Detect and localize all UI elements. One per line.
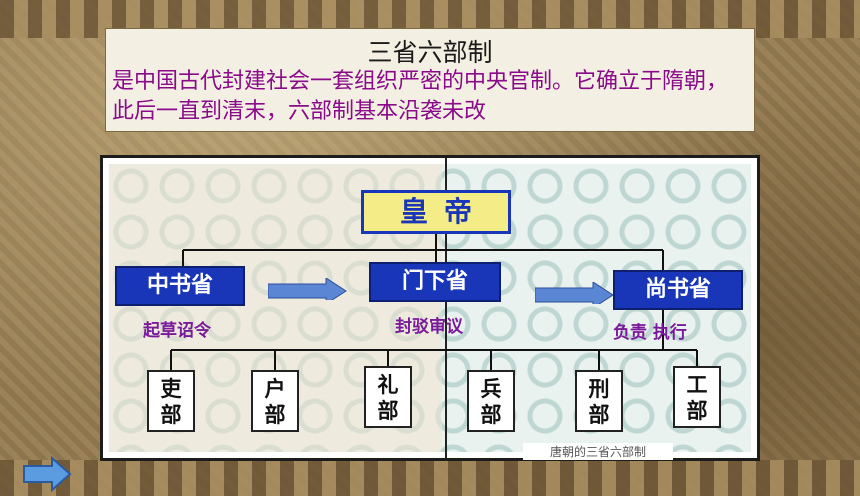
next-slide-button[interactable] xyxy=(22,456,72,492)
ministry-xing: 刑部 xyxy=(575,370,623,432)
province-menxia: 门下省 xyxy=(369,262,501,302)
connector-lines xyxy=(170,232,698,370)
province-zhongshu-role: 起草诏令 xyxy=(143,321,211,341)
ministry-char: 部 xyxy=(588,403,610,427)
province-zhongshu: 中书省 xyxy=(115,266,245,306)
ministry-char: 户 xyxy=(264,377,286,401)
ministry-char: 刑 xyxy=(588,377,610,401)
org-diagram: 皇帝 中书省 起草诏令 门下省 封驳审议 尚书省 负责 执行 吏部 户部 礼部 … xyxy=(100,155,760,461)
diagram-caption: 唐朝的三省六部制 xyxy=(523,443,673,460)
page-title: 三省六部制 xyxy=(367,38,493,67)
ministry-hu: 户部 xyxy=(251,370,299,432)
province-menxia-role: 封驳审议 xyxy=(395,317,463,337)
arrow-right-icon xyxy=(23,456,72,492)
title-box: 三省六部制 是中国古代封建社会一套组织严密的中央官制。它确立于隋朝，此后一直到清… xyxy=(105,28,755,132)
diagram-divider xyxy=(445,158,447,458)
arrow-right-icon xyxy=(535,282,614,304)
ministry-bing: 兵部 xyxy=(467,370,515,432)
description-text: 是中国古代封建社会一套组织严密的中央官制。它确立于隋朝，此后一直到清末，六部制基… xyxy=(112,69,729,124)
ministry-char: 部 xyxy=(160,403,182,427)
ministry-char: 部 xyxy=(686,399,708,423)
ministry-gong: 工部 xyxy=(673,366,721,428)
ministry-char: 部 xyxy=(377,399,399,423)
bottom-border-band xyxy=(0,460,860,496)
ministry-char: 部 xyxy=(480,403,502,427)
ministry-char: 部 xyxy=(264,403,286,427)
ministry-li-personnel: 吏部 xyxy=(147,370,195,432)
ministry-char: 兵 xyxy=(480,377,502,401)
ministry-char: 礼 xyxy=(377,373,399,397)
emperor-box: 皇帝 xyxy=(361,190,511,234)
province-shangshu-role: 负责 执行 xyxy=(613,323,687,343)
ministry-li-rites: 礼部 xyxy=(364,366,412,428)
ministry-char: 吏 xyxy=(160,377,182,401)
arrow-right-icon xyxy=(268,278,347,300)
province-shangshu: 尚书省 xyxy=(613,270,743,310)
ministry-char: 工 xyxy=(686,373,708,397)
